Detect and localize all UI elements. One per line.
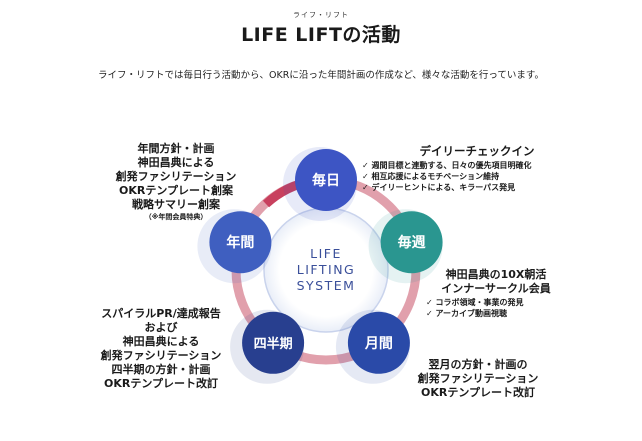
- yearly-annotation-line: OKRテンプレート創案: [118, 184, 233, 197]
- node-daily-label: 毎日: [312, 172, 340, 189]
- node-daily: [295, 149, 357, 211]
- center-label-line: LIFE: [310, 246, 342, 261]
- node-quarterly-label: 四半期: [254, 336, 293, 352]
- yearly-annotation-line: 創発ファシリテーション: [115, 170, 237, 183]
- node-quarterly: [242, 311, 305, 374]
- daily-check-item: 週間目標と連動する、日々の優先項目明確化: [362, 160, 592, 171]
- center-label-line: SYSTEM: [297, 278, 356, 293]
- yearly-annotation: 年間方針・計画 神田昌典による 創発ファシリテーション OKRテンプレート創案 …: [86, 142, 266, 223]
- daily-check-item: デイリーヒントによる、キラーパス発見: [362, 182, 592, 193]
- daily-annotation: デイリーチェックイン 週間目標と連動する、日々の優先項目明確化 相互応援によるモ…: [362, 144, 592, 193]
- quarterly-annotation-line: 創発ファシリテーション: [100, 349, 222, 362]
- quarterly-annotation-line: 四半期の方針・計画: [111, 363, 211, 376]
- quarterly-annotation-line: および: [144, 321, 178, 334]
- monthly-annotation-line: 翌月の方針・計画の: [428, 358, 528, 371]
- node-weekly: [380, 211, 443, 274]
- weekly-check-item: コラボ領域・事業の発見: [426, 297, 566, 308]
- yearly-annotation-line: 戦略サマリー創案: [132, 198, 220, 211]
- weekly-annotation-line: 神田昌典の10X朝活: [445, 268, 547, 281]
- title-ruby: ライフ・リフト: [293, 11, 349, 19]
- node-yearly: [209, 211, 272, 274]
- quarterly-annotation-line: 神田昌典による: [122, 335, 200, 348]
- node-monthly: [347, 311, 410, 374]
- yearly-annotation-note: （※年間会員特典）: [144, 213, 208, 221]
- quarterly-annotation-line: スパイラルPR/達成報告: [101, 307, 221, 320]
- quarterly-annotation: スパイラルPR/達成報告 および 神田昌典による 創発ファシリテーション 四半期…: [76, 307, 246, 391]
- daily-annotation-title: デイリーチェックイン: [419, 144, 535, 158]
- node-yearly-label: 年間: [226, 234, 254, 251]
- daily-check-item: 相互応援によるモチベーション維持: [362, 171, 592, 182]
- node-weekly-label: 毎週: [398, 234, 426, 251]
- quarterly-annotation-line: OKRテンプレート改訂: [103, 377, 218, 390]
- lead-text: ライフ・リフトでは毎日行う活動から、OKRに沿った年間計画の作成など、様々な活動…: [98, 70, 544, 81]
- monthly-annotation: 翌月の方針・計画の 創発ファシリテーション OKRテンプレート改訂: [398, 358, 558, 400]
- yearly-annotation-line: 年間方針・計画: [137, 142, 215, 155]
- weekly-check-item: アーカイブ動画視聴: [426, 308, 566, 319]
- node-monthly-label: 月間: [364, 336, 393, 352]
- monthly-annotation-line: 創発ファシリテーション: [417, 372, 539, 385]
- yearly-annotation-line: 神田昌典による: [137, 156, 215, 169]
- page-title: LIFE LIFTの活動: [241, 24, 401, 46]
- center-label-line: LIFTING: [297, 262, 355, 277]
- weekly-annotation-line: インナーサークル会員: [441, 282, 551, 295]
- weekly-annotation: 神田昌典の10X朝活 インナーサークル会員 コラボ領域・事業の発見 アーカイブ動…: [426, 268, 566, 319]
- monthly-annotation-line: OKRテンプレート改訂: [420, 386, 535, 399]
